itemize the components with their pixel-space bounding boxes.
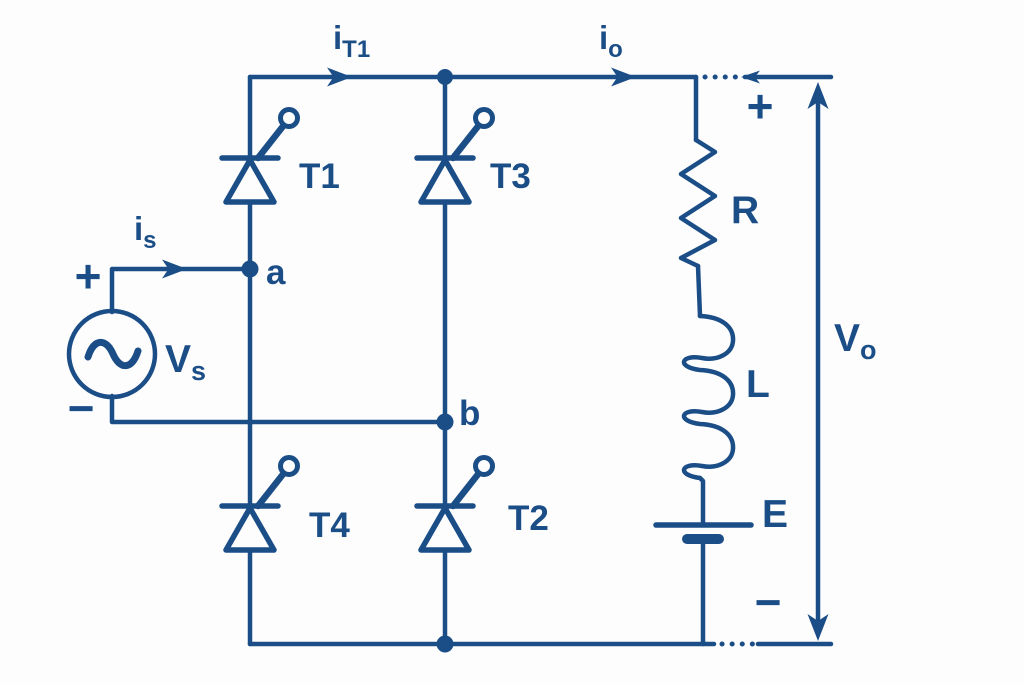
top-junction-dot: [437, 69, 453, 85]
inductor-battery-wire: [697, 475, 706, 527]
node-a-label: a: [266, 253, 286, 292]
source-negative-wire: [109, 393, 448, 425]
io-arrow-icon: [611, 67, 636, 87]
bottom-junction-dot: [436, 635, 454, 653]
t2-gate-terminal: [473, 455, 495, 477]
output-minus-sign: −: [755, 576, 782, 628]
node-b-label: b: [459, 394, 480, 433]
output-voltage-arrow: [807, 82, 829, 641]
is-arrow-icon: [162, 259, 187, 279]
current-arrows: [162, 67, 760, 279]
it1-current-label: iT1: [333, 19, 370, 63]
t1-label: T1: [299, 157, 340, 196]
t3-triangle: [418, 157, 472, 205]
node-b-dot: [436, 413, 454, 431]
resistor-label: R: [731, 189, 759, 232]
junction-dots: [241, 69, 454, 653]
t2-label: T2: [508, 499, 549, 538]
wires: [109, 74, 834, 647]
battery-label: E: [762, 493, 788, 536]
resistor-zigzag: [678, 137, 718, 269]
vs-voltage-label: Vs: [165, 338, 206, 386]
source-plus-sign: +: [75, 250, 102, 302]
vo-voltage-label: Vo: [834, 317, 877, 365]
t1-gate-terminal: [278, 107, 300, 129]
inductor-coil: [681, 313, 736, 481]
vo-arrow-up-icon: [807, 82, 829, 109]
output-terminal-arrow-icon: [741, 70, 760, 84]
it1-arrow-icon: [327, 67, 352, 87]
vo-arrow-down-icon: [807, 614, 829, 641]
thyristor-t2: [414, 455, 495, 553]
t3-gate-terminal: [473, 107, 495, 129]
sine-wave-icon: [84, 338, 142, 370]
t4-label: T4: [309, 506, 350, 545]
t1-triangle: [223, 157, 277, 205]
t4-gate-lead: [254, 469, 288, 510]
t1-gate-lead: [254, 121, 288, 162]
ac-source-circle: [66, 308, 158, 400]
ac-source: [66, 308, 158, 400]
thyristor-t3: [414, 107, 495, 205]
is-current-label: is: [134, 210, 157, 254]
output-plus-sign: +: [747, 80, 774, 132]
battery: [653, 522, 754, 544]
source-positive-wire: [109, 266, 253, 315]
t2-triangle: [418, 505, 472, 553]
io-current-label: io: [599, 19, 623, 63]
thyristor-t4: [219, 455, 300, 553]
t2-gate-lead: [449, 469, 483, 510]
t4-triangle: [223, 505, 277, 553]
t4-gate-terminal: [278, 455, 300, 477]
t3-label: T3: [490, 157, 531, 196]
source-minus-sign: −: [68, 382, 95, 434]
node-a-dot: [241, 260, 259, 278]
thyristor-t1: [219, 107, 300, 205]
inductor-label: L: [746, 363, 770, 406]
resistor-inductor-wire: [695, 263, 703, 319]
t3-gate-lead: [449, 121, 483, 162]
